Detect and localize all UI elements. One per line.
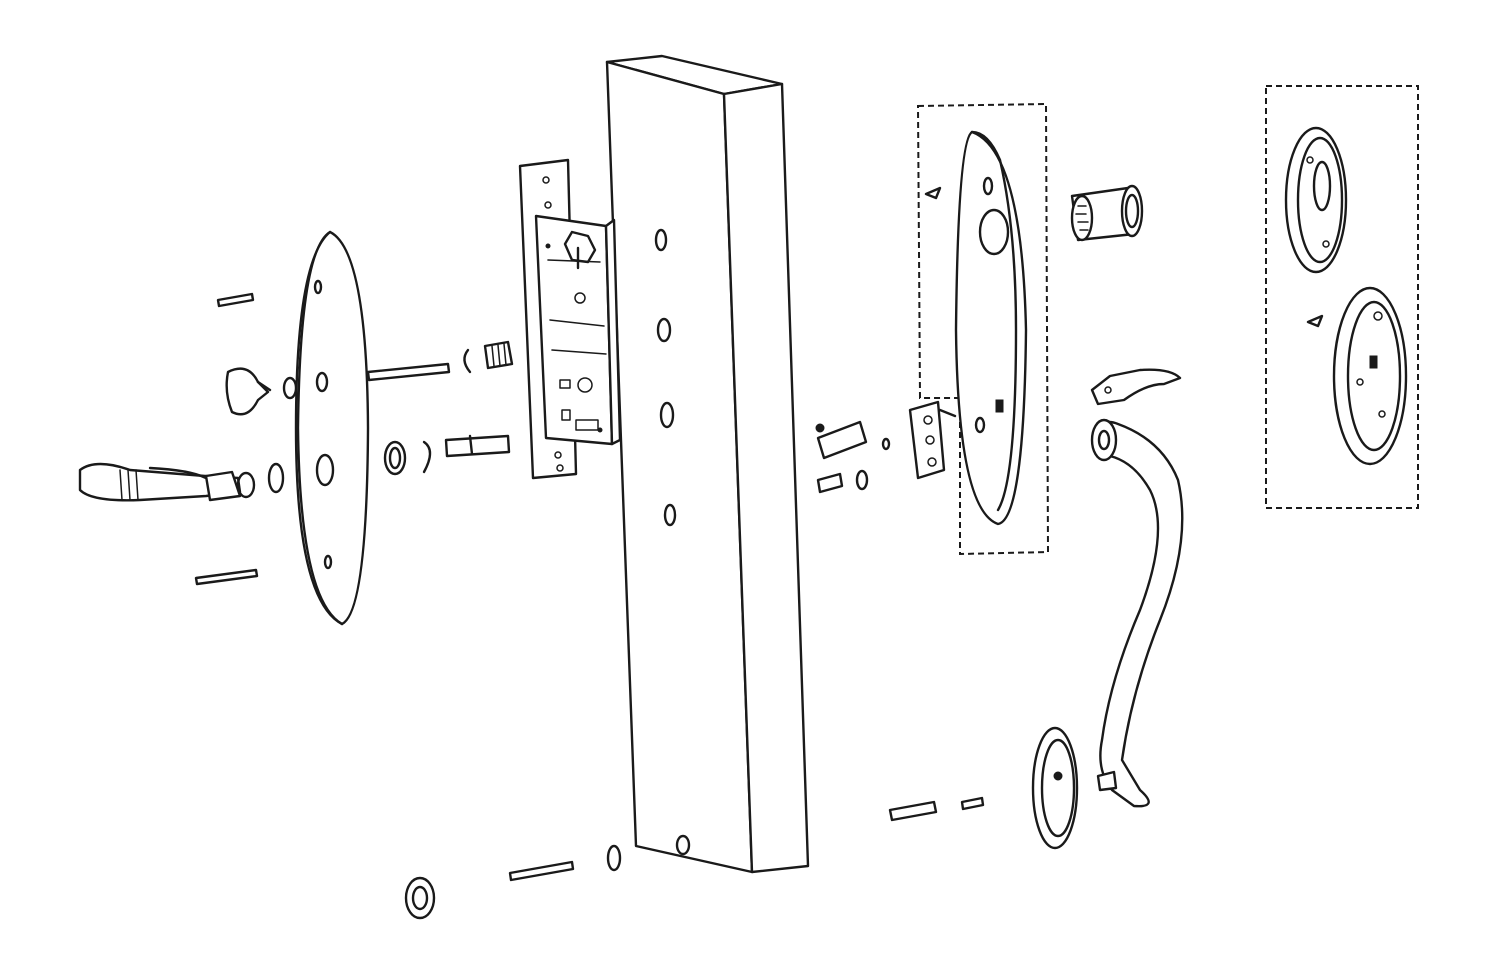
exterior-escutcheon-plate [916,102,1050,556]
mortise-cylinder [1070,184,1144,242]
interior-spindles [267,340,514,494]
bottom-grip-rosette [888,726,1079,850]
mounting-screws [194,292,622,920]
interior-lever [78,462,256,502]
thumbturn [225,367,298,416]
thumb-piece [1090,368,1182,406]
door-slab [605,54,810,874]
exterior-grip-handle [1090,418,1184,808]
exterior-spindle-parts [815,400,957,494]
interior-escutcheon-plate [294,230,370,626]
mortise-lock-body [518,158,622,480]
alternate-rosette-option [1265,85,1419,509]
